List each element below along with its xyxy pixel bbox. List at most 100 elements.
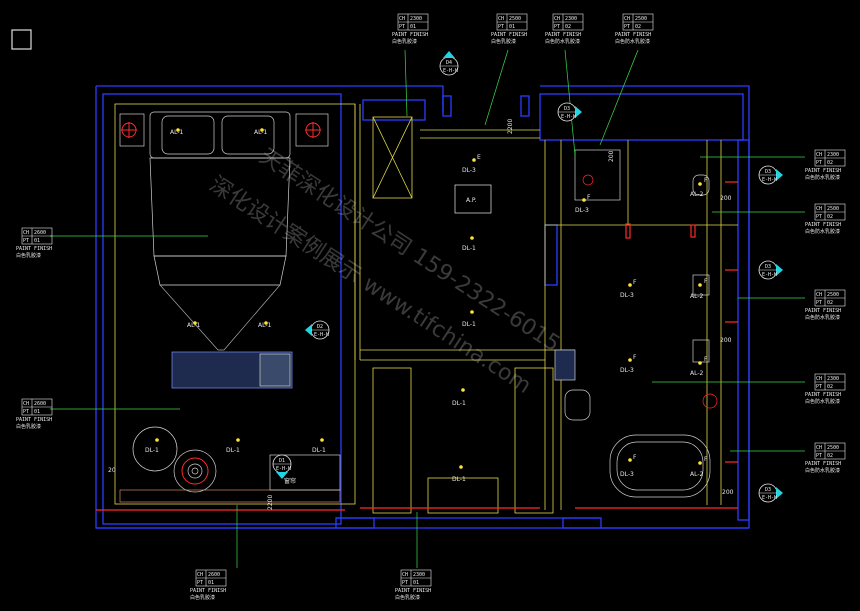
svg-text:200: 200 — [720, 337, 732, 344]
svg-text:PAINT FINISH: PAINT FINISH — [16, 246, 52, 252]
svg-text:CH: CH — [816, 376, 822, 382]
svg-text:2300: 2300 — [827, 376, 839, 382]
svg-text:02: 02 — [827, 160, 833, 166]
svg-text:F: F — [704, 456, 708, 463]
structural-marks — [96, 181, 738, 511]
fixture-dl1: DL-1 — [452, 465, 466, 483]
svg-text:DL-3: DL-3 — [620, 292, 634, 299]
bathroom-furniture — [454, 149, 718, 498]
section-markers: D4 E-H-H D3 E-H-H D3 E-H-H D3 E-H-H — [272, 51, 783, 503]
ceiling-tag: CH 2600 PT 01 PAINT FINISH 白色乳胶漆 — [16, 398, 53, 430]
fixture-dl1: DL-1 — [462, 310, 476, 328]
fixture-dl3: EDL-3 — [462, 154, 481, 174]
svg-text:PT: PT — [816, 384, 822, 390]
svg-text:02: 02 — [635, 24, 641, 30]
svg-text:PAINT FINISH: PAINT FINISH — [545, 32, 581, 38]
svg-text:AL-1: AL-1 — [254, 129, 268, 136]
svg-text:2300: 2300 — [827, 152, 839, 158]
fixture-dl1: DL-1 — [145, 438, 159, 454]
svg-text:CH: CH — [816, 152, 822, 158]
svg-text:CH: CH — [816, 292, 822, 298]
svg-text:D3: D3 — [765, 487, 771, 493]
fixture-dl3: FDL-3 — [620, 354, 637, 374]
fixture-al1: AL-1 — [187, 321, 201, 329]
svg-text:20: 20 — [108, 467, 116, 474]
svg-text:白色乳胶漆: 白色乳胶漆 — [392, 38, 417, 45]
svg-text:DL-1: DL-1 — [452, 400, 466, 407]
svg-text:DL-1: DL-1 — [226, 447, 240, 454]
svg-text:PAINT FINISH: PAINT FINISH — [16, 417, 52, 423]
ceiling-tag: CH 2500 PT 02 PAINT FINISH 白色防水乳胶漆 — [805, 442, 846, 474]
leader-lines — [50, 49, 805, 568]
svg-text:2200: 2200 — [267, 495, 274, 510]
svg-text:D3: D3 — [765, 264, 771, 270]
ceiling-tag: CH 2500 PT 01 PAINT FINISH 白色乳胶漆 — [491, 13, 528, 45]
svg-text:PAINT FINISH: PAINT FINISH — [805, 461, 841, 467]
ceiling-tag: CH 2600 PT 01 PAINT FINISH 白色乳胶漆 — [190, 569, 227, 601]
fixture-al2: FAL-2 — [690, 356, 708, 377]
svg-text:白色乳胶漆: 白色乳胶漆 — [491, 38, 516, 45]
svg-text:PT: PT — [399, 24, 405, 30]
svg-text:PAINT FINISH: PAINT FINISH — [392, 32, 428, 38]
svg-text:F: F — [633, 354, 637, 361]
svg-text:DL-1: DL-1 — [312, 447, 326, 454]
svg-text:PT: PT — [402, 580, 408, 586]
svg-text:白色防水乳胶漆: 白色防水乳胶漆 — [805, 398, 840, 405]
svg-text:AL-1: AL-1 — [170, 129, 184, 136]
pendant-lights — [121, 122, 321, 485]
svg-text:PAINT FINISH: PAINT FINISH — [805, 392, 841, 398]
svg-text:白色防水乳胶漆: 白色防水乳胶漆 — [805, 174, 840, 181]
svg-text:AL-2: AL-2 — [690, 370, 704, 377]
outer-walls — [95, 85, 750, 529]
section-marker-d3: D3 E-H-H — [557, 102, 582, 122]
svg-text:白色防水乳胶漆: 白色防水乳胶漆 — [805, 228, 840, 235]
svg-text:2600: 2600 — [34, 230, 46, 236]
svg-text:白色防水乳胶漆: 白色防水乳胶漆 — [545, 38, 580, 45]
fixture-al1: AL-1 — [254, 128, 268, 136]
svg-text:AL-2: AL-2 — [690, 191, 704, 198]
svg-text:DL-3: DL-3 — [462, 167, 476, 174]
svg-text:01: 01 — [208, 580, 214, 586]
ceiling-tags: CH 2300 PT 01 PAINT FINISH 白色乳胶漆 CH 2500… — [16, 13, 846, 601]
svg-text:E-H-H: E-H-H — [762, 177, 777, 183]
section-marker-d1: D1 E-H-H — [272, 454, 292, 479]
svg-text:白色防水乳胶漆: 白色防水乳胶漆 — [805, 467, 840, 474]
svg-text:PT: PT — [197, 580, 203, 586]
svg-text:CH: CH — [23, 401, 29, 407]
svg-text:PAINT FINISH: PAINT FINISH — [190, 588, 226, 594]
fixture-dl3: FDL-3 — [620, 454, 637, 478]
svg-text:E-H-H: E-H-H — [561, 114, 576, 120]
svg-text:01: 01 — [34, 409, 40, 415]
svg-text:D3: D3 — [564, 106, 570, 112]
svg-text:A.P.: A.P. — [466, 197, 477, 204]
ceiling-tag: CH 2500 PT 02 PAINT FINISH 白色防水乳胶漆 — [615, 13, 654, 45]
toggle-square-icon[interactable] — [11, 29, 32, 50]
svg-text:PT: PT — [554, 24, 560, 30]
svg-text:CH: CH — [816, 206, 822, 212]
svg-text:D2: D2 — [317, 324, 323, 330]
svg-text:PAINT FINISH: PAINT FINISH — [805, 308, 841, 314]
svg-text:01: 01 — [410, 24, 416, 30]
section-marker-d3: D3 E-H-H — [758, 260, 783, 280]
svg-text:DL-3: DL-3 — [575, 207, 589, 214]
svg-text:CH: CH — [197, 572, 203, 578]
svg-text:PAINT FINISH: PAINT FINISH — [615, 32, 651, 38]
svg-text:02: 02 — [565, 24, 571, 30]
svg-text:E-H-H: E-H-H — [443, 68, 458, 74]
svg-text:PT: PT — [498, 24, 504, 30]
fixture-dl1: DL-1 — [452, 388, 466, 407]
svg-text:AL-1: AL-1 — [187, 322, 201, 329]
svg-text:CH: CH — [624, 16, 630, 22]
svg-text:F: F — [704, 177, 708, 184]
ceiling-tag: CH 2300 PT 02 PAINT FINISH 白色防水乳胶漆 — [545, 13, 584, 45]
svg-text:CH: CH — [816, 445, 822, 451]
section-marker-d4: D4 E-H-H — [439, 51, 459, 76]
fixture-dl1: DL-1 — [312, 438, 326, 454]
svg-text:2500: 2500 — [827, 206, 839, 212]
svg-text:CH: CH — [402, 572, 408, 578]
svg-text:白色乳胶漆: 白色乳胶漆 — [16, 252, 41, 259]
svg-text:200: 200 — [608, 150, 615, 162]
svg-text:2500: 2500 — [635, 16, 647, 22]
svg-text:02: 02 — [827, 453, 833, 459]
